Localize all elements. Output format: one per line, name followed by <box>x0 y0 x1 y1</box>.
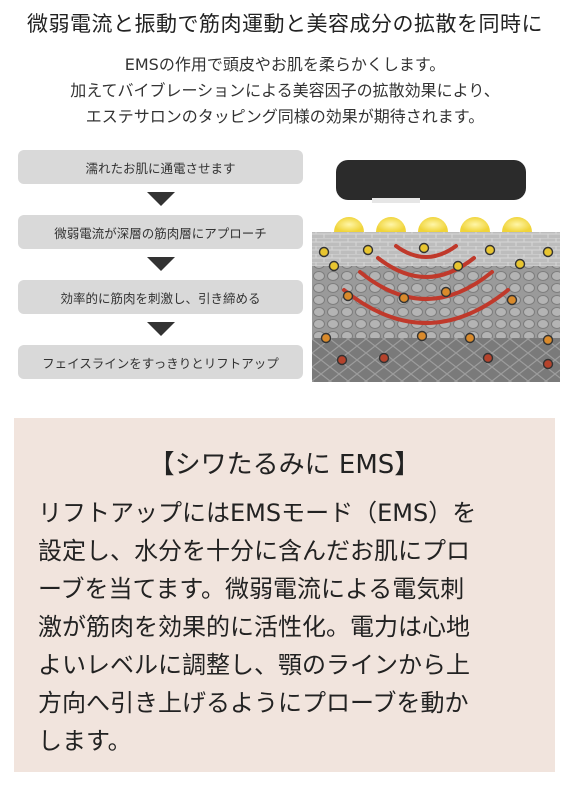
panel-body-line: リフトアップにはEMSモード（EMS）を <box>38 499 477 527</box>
panel-body: リフトアップにはEMSモード（EMS）を 設定し、水分を十分に含んだお肌にプロ … <box>38 494 538 760</box>
ems-skin-illustration <box>312 160 560 382</box>
step-1: 濡れたお肌に通電させます <box>18 150 303 184</box>
panel-body-line: します。 <box>38 727 132 755</box>
down-arrow-icon <box>146 257 175 271</box>
down-arrow-icon <box>146 322 175 336</box>
particles-yellow <box>318 242 554 272</box>
panel-body-line: 激が筋肉を効果的に活性化。電力は心地 <box>38 613 470 641</box>
probe-device <box>336 160 526 200</box>
panel-body-line: ーブを当てます。微弱電流による電気刺 <box>38 575 465 603</box>
step-3: 効率的に筋肉を刺激し、引き締める <box>18 280 303 314</box>
intro-line: エステサロンのタッピング同様の効果が期待されます。 <box>85 107 485 126</box>
headline: 微弱電流と振動で筋肉運動と美容成分の拡散を同時に <box>27 12 543 36</box>
panel-body-line: 設定し、水分を十分に含んだお肌にプロ <box>38 537 470 565</box>
intro-text: EMSの作用で頭皮やお肌を柔らかくします。 加えてバイブレーションによる美容因子… <box>0 52 570 130</box>
current-waves <box>342 244 510 325</box>
particles-red <box>336 352 554 370</box>
panel-title: 【シワたるみに EMS】 <box>148 450 421 480</box>
panel-body-line: 方向へ引き上げるようにプローブを動か <box>38 689 469 717</box>
intro-line: 加えてバイブレーションによる美容因子の拡散効果により、 <box>70 81 500 100</box>
particles-orange <box>320 286 554 346</box>
down-arrow-icon <box>146 192 175 206</box>
step-2: 微弱電流が深層の筋肉層にアプローチ <box>18 215 303 249</box>
process-steps: 濡れたお肌に通電させます 微弱電流が深層の筋肉層にアプローチ 効率的に筋肉を刺激… <box>18 150 303 379</box>
step-4: フェイスラインをすっきりとリフトアップ <box>18 345 303 379</box>
skin-layer-muscle <box>312 338 560 382</box>
electrode-glow <box>334 217 532 232</box>
ems-info-panel: 【シワたるみに EMS】 リフトアップにはEMSモード（EMS）を 設定し、水分… <box>14 418 555 772</box>
intro-line: EMSの作用で頭皮やお肌を柔らかくします。 <box>124 55 446 74</box>
panel-body-line: よいレベルに調整し、顎のラインから上 <box>38 651 470 679</box>
